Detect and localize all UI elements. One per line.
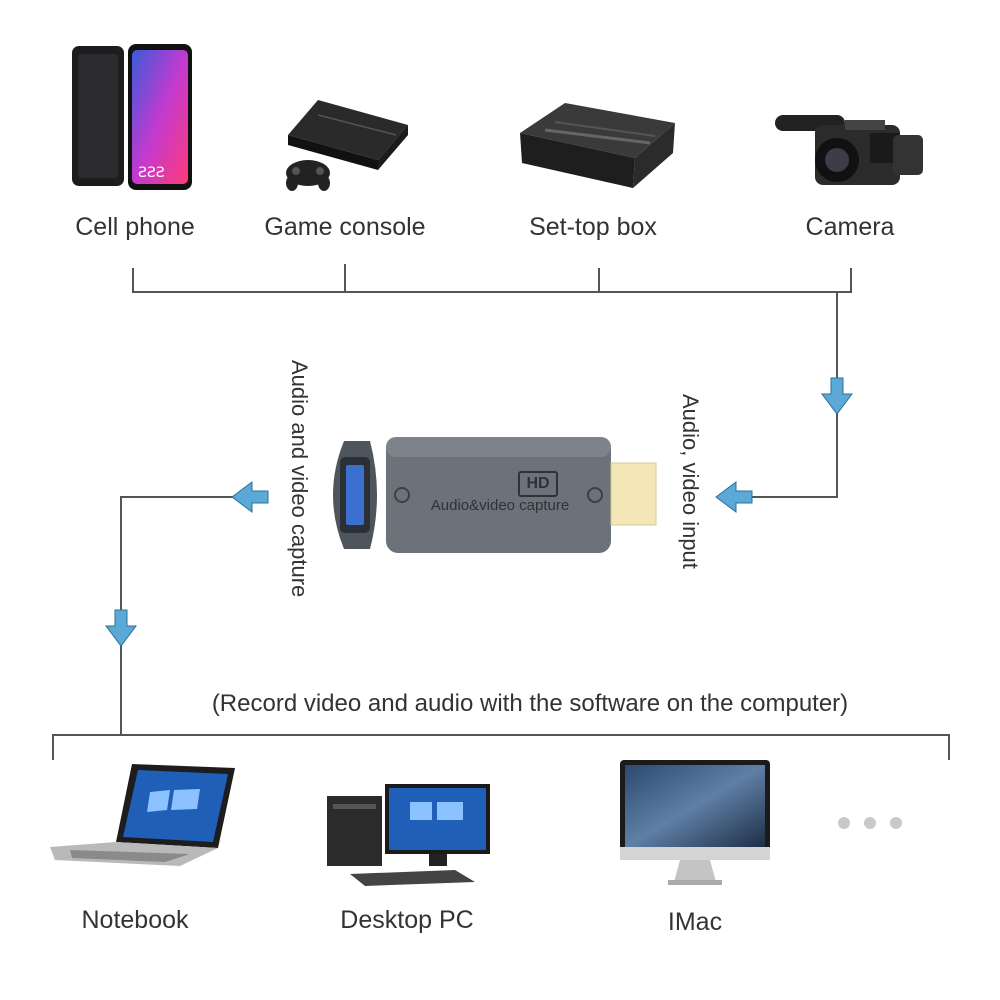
source-label-cell-phone: Cell phone	[75, 213, 195, 241]
device-name: Audio&video capture	[430, 497, 570, 514]
software-note: (Record video and audio with the softwar…	[211, 690, 849, 717]
set-top-box-icon	[515, 98, 680, 193]
destination-label-imac: IMac	[667, 908, 723, 936]
source-label-camera: Camera	[805, 213, 895, 241]
svg-text:ƧƧƧ: ƧƧƧ	[138, 165, 165, 181]
desktop-pc-icon	[325, 782, 495, 887]
output-route-horizontal	[120, 496, 262, 498]
destination-connector-line	[52, 734, 950, 736]
destination-tick-left	[52, 734, 54, 760]
game-console-icon	[278, 95, 413, 195]
source-connector-line	[132, 291, 852, 293]
hd-badge: HD	[518, 471, 558, 497]
destination-label-desktop-pc: Desktop PC	[340, 906, 474, 934]
source-tick-game-console	[344, 264, 346, 292]
arrow-down-icon	[821, 377, 853, 415]
notebook-icon	[50, 762, 240, 872]
source-label-game-console: Game console	[264, 213, 426, 241]
source-tick-camera	[850, 268, 852, 292]
source-label-set-top-box: Set-top box	[529, 213, 657, 241]
capture-device: HD Audio&video capture	[322, 435, 662, 555]
more-dots-icon	[838, 816, 928, 832]
arrow-down-icon	[105, 609, 137, 647]
input-label: Audio, video input	[678, 394, 703, 569]
arrow-left-icon	[715, 481, 753, 513]
camera-icon	[775, 105, 925, 200]
imac-icon	[620, 760, 770, 890]
input-route-horizontal	[740, 496, 838, 498]
source-tick-cell-phone	[132, 268, 134, 292]
source-tick-set-top-box	[598, 268, 600, 292]
cell-phone-icon: ƧƧƧ	[70, 42, 195, 192]
arrow-left-icon	[231, 481, 269, 513]
capture-label: Audio and video capture	[287, 360, 312, 598]
destination-label-notebook: Notebook	[81, 906, 189, 934]
destination-tick-right	[948, 734, 950, 760]
